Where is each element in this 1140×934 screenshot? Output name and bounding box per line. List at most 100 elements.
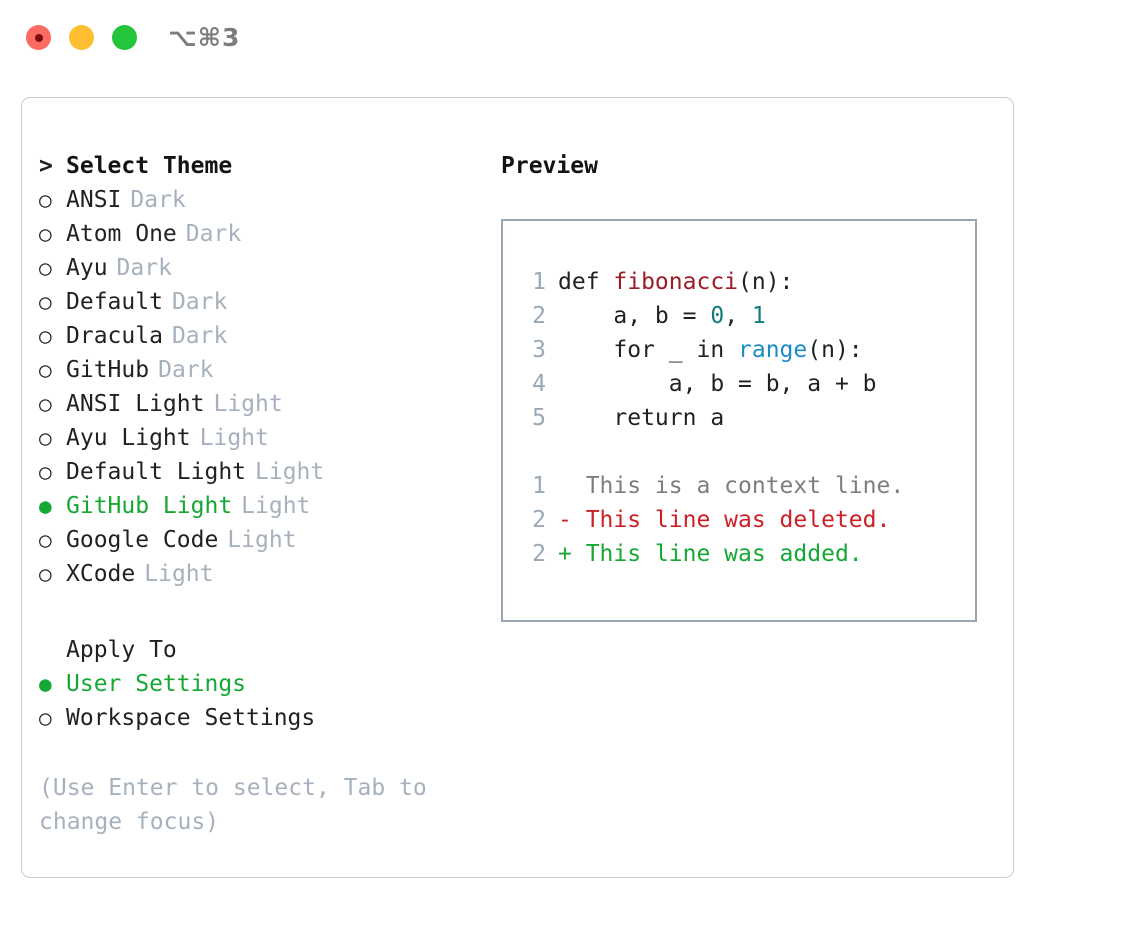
theme-name: GitHub bbox=[66, 357, 150, 383]
diff-line: 1 This is a context line. bbox=[524, 469, 904, 503]
theme-name: Ayu Light bbox=[66, 425, 191, 451]
theme-name: Default bbox=[66, 289, 163, 315]
radio-unselected-icon[interactable]: ○ bbox=[39, 256, 52, 280]
code-line: 3 for _ in range(n): bbox=[524, 333, 904, 367]
theme-list-item[interactable]: ○ Google Code Light bbox=[39, 523, 489, 557]
line-number: 4 bbox=[532, 371, 546, 397]
radio-unselected-icon[interactable]: ○ bbox=[39, 392, 52, 416]
code-token: (n): bbox=[807, 337, 863, 363]
diff-block: 1 This is a context line.2- This line wa… bbox=[524, 469, 904, 571]
radio-unselected-icon[interactable]: ○ bbox=[39, 528, 52, 552]
radio-unselected-icon[interactable]: ○ bbox=[39, 706, 52, 730]
diff-line-text: This is a context line. bbox=[558, 473, 905, 499]
radio-selected-icon[interactable]: ● bbox=[39, 672, 52, 696]
theme-list-item[interactable]: ○ Atom One Dark bbox=[39, 217, 489, 251]
keyboard-shortcut-label: ⌥⌘3 bbox=[168, 23, 241, 52]
theme-variant-tag: Light bbox=[241, 493, 311, 519]
code-token: return a bbox=[558, 405, 725, 431]
keyboard-hint: (Use Enter to select, Tab to change focu… bbox=[39, 775, 427, 835]
apply-to-option-label: Workspace Settings bbox=[66, 705, 316, 731]
radio-unselected-icon[interactable]: ○ bbox=[39, 460, 52, 484]
line-number: 2 bbox=[532, 303, 546, 329]
line-number: 1 bbox=[532, 269, 546, 295]
apply-to-label: Apply To bbox=[66, 637, 177, 663]
title-bar: ⌥⌘3 bbox=[0, 0, 1140, 76]
radio-unselected-icon[interactable]: ○ bbox=[39, 426, 52, 450]
diff-line: 2- This line was deleted. bbox=[524, 503, 904, 537]
theme-variant-tag: Light bbox=[213, 391, 283, 417]
code-token: fibonacci bbox=[613, 269, 739, 295]
diff-line-text: + This line was added. bbox=[558, 541, 863, 567]
theme-list-item[interactable]: ○ Default Dark bbox=[39, 285, 489, 319]
code-token: (n): bbox=[738, 269, 794, 295]
radio-unselected-icon[interactable]: ○ bbox=[39, 358, 52, 382]
theme-variant-tag: Light bbox=[144, 561, 214, 587]
theme-name: Dracula bbox=[66, 323, 163, 349]
diff-line: 2 + This line was added. bbox=[524, 537, 904, 571]
line-number: 5 bbox=[532, 405, 546, 431]
code-token: a, b = bbox=[558, 303, 711, 329]
code-token: def bbox=[558, 269, 614, 295]
line-number: 3 bbox=[532, 337, 546, 363]
apply-to-option-label: User Settings bbox=[66, 671, 247, 697]
line-number: 2 bbox=[532, 507, 546, 533]
code-line: 4 a, b = b, a + b bbox=[524, 367, 904, 401]
theme-variant-tag: Dark bbox=[130, 187, 186, 213]
apply-to-option[interactable]: ○ Workspace Settings bbox=[39, 701, 489, 735]
theme-list-item[interactable]: ○ Ayu Dark bbox=[39, 251, 489, 285]
theme-list-item[interactable]: ○ Default Light Light bbox=[39, 455, 489, 489]
code-diff-spacer bbox=[524, 435, 904, 469]
theme-list-item[interactable]: ○ Dracula Dark bbox=[39, 319, 489, 353]
theme-variant-tag: Light bbox=[227, 527, 297, 553]
theme-variant-tag: Light bbox=[255, 459, 325, 485]
window-controls bbox=[26, 25, 137, 50]
theme-variant-tag: Dark bbox=[171, 323, 228, 349]
theme-name: Default Light bbox=[66, 459, 247, 485]
radio-unselected-icon[interactable]: ○ bbox=[39, 188, 52, 212]
radio-unselected-icon[interactable]: ○ bbox=[39, 324, 52, 348]
theme-name: Google Code bbox=[66, 527, 219, 553]
theme-variant-tag: Dark bbox=[116, 255, 172, 281]
apply-to-option[interactable]: ● User Settings bbox=[39, 667, 489, 701]
minimize-button[interactable] bbox=[69, 25, 94, 50]
code-line: 2 a, b = 0, 1 bbox=[524, 299, 904, 333]
code-line: 1 def fibonacci(n): bbox=[524, 265, 904, 299]
theme-list-item[interactable]: ● GitHub Light Light bbox=[39, 489, 489, 523]
apply-to-options: ● User Settings ○ Workspace Settings bbox=[39, 667, 489, 735]
theme-name: XCode bbox=[66, 561, 136, 587]
radio-unselected-icon[interactable]: ○ bbox=[39, 290, 52, 314]
code-token: 0 bbox=[710, 303, 725, 329]
theme-name: Atom One bbox=[66, 221, 177, 247]
theme-list-item[interactable]: ○ ANSI Light Light bbox=[39, 387, 489, 421]
radio-selected-icon[interactable]: ● bbox=[39, 494, 52, 518]
theme-variant-tag: Dark bbox=[185, 221, 242, 247]
maximize-button[interactable] bbox=[112, 25, 137, 50]
theme-list-item[interactable]: ○ XCode Light bbox=[39, 557, 489, 591]
prompt-icon: > bbox=[39, 153, 53, 179]
radio-unselected-icon[interactable]: ○ bbox=[39, 222, 52, 246]
code-token: 1 bbox=[751, 303, 766, 329]
theme-name: GitHub Light bbox=[66, 493, 233, 519]
close-button[interactable] bbox=[26, 25, 51, 50]
theme-picker-heading: > Select Theme bbox=[39, 149, 489, 183]
theme-name: Ayu bbox=[66, 255, 108, 281]
line-number: 2 bbox=[532, 541, 546, 567]
code-token: range bbox=[738, 337, 808, 363]
theme-name: ANSI Light bbox=[66, 391, 205, 417]
code-token: for _ in bbox=[558, 337, 739, 363]
theme-variant-tag: Dark bbox=[171, 289, 228, 315]
page-title: Select Theme bbox=[66, 153, 233, 179]
radio-unselected-icon[interactable]: ○ bbox=[39, 562, 52, 586]
code-line: 5 return a bbox=[524, 401, 904, 435]
